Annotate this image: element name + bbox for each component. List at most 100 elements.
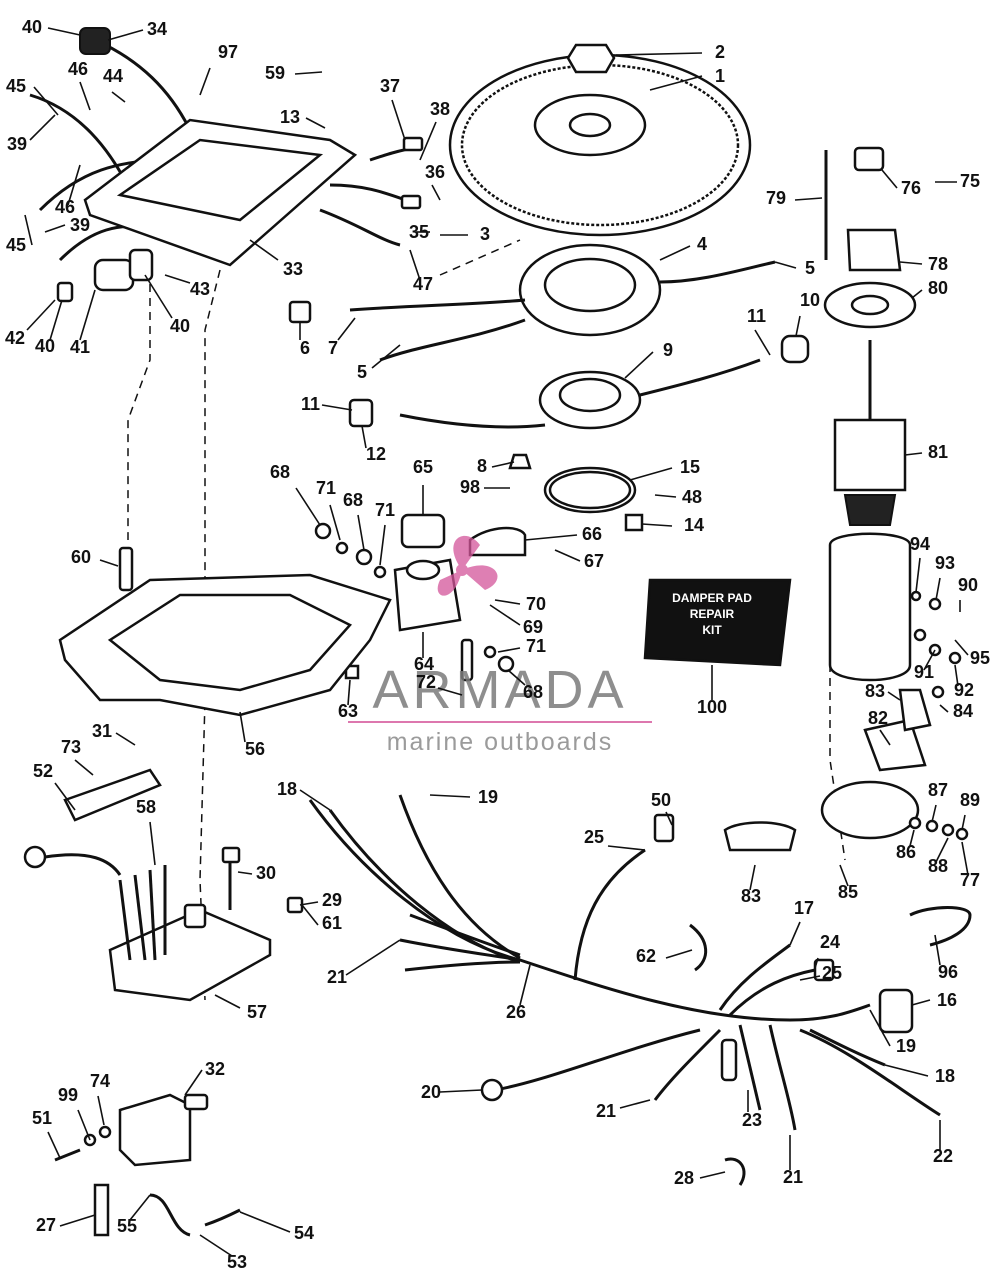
callout-number: 83 <box>865 681 885 701</box>
callout-leader <box>115 732 136 746</box>
callout-number: 33 <box>283 259 303 279</box>
callout-number: 89 <box>960 790 980 810</box>
callout-leader <box>409 249 421 281</box>
callout-number: 22 <box>933 1146 953 1166</box>
callout-number: 8 <box>477 456 487 476</box>
callout-leader <box>47 27 81 36</box>
callout-number: 70 <box>526 594 546 614</box>
rectifier-assembly <box>23 768 304 1002</box>
callout-leader <box>345 939 401 976</box>
callout-leader <box>961 814 966 831</box>
callout-number: 77 <box>960 870 980 890</box>
callout-number: 69 <box>523 617 543 637</box>
callout-number: 68 <box>523 682 543 702</box>
callout-number: 45 <box>6 76 26 96</box>
callout-number: 31 <box>92 721 112 741</box>
callout-leader <box>419 121 437 161</box>
callout-leader <box>295 487 321 526</box>
callout-leader <box>915 557 921 593</box>
callout-number: 67 <box>584 551 604 571</box>
callout-leader <box>839 864 849 887</box>
callout-leader <box>26 299 56 331</box>
callout-leader <box>329 504 341 541</box>
callout-number: 16 <box>937 990 957 1010</box>
callout-leader <box>301 904 319 926</box>
kit-label-line-3: KIT <box>702 623 722 637</box>
callout-number: 97 <box>218 42 238 62</box>
callout-leader <box>371 344 401 369</box>
brand-watermark: ARMADA marine outboards <box>348 535 652 756</box>
callout-leader <box>299 789 331 811</box>
callout-number: 99 <box>58 1085 78 1105</box>
callout-leader <box>33 86 59 116</box>
callout-leader <box>665 949 693 959</box>
callout-leader <box>67 164 81 206</box>
callout-number: 21 <box>327 967 347 987</box>
callout-leader <box>939 704 949 713</box>
callout-number: 51 <box>32 1108 52 1128</box>
callout-number: 71 <box>316 478 336 498</box>
callout-number: 56 <box>245 739 265 759</box>
callout-number: 39 <box>70 215 90 235</box>
callout-number: 37 <box>380 76 400 96</box>
callout-leader <box>47 1131 61 1159</box>
callout-leader <box>379 524 386 566</box>
callout-number: 94 <box>910 534 930 554</box>
callout-number: 21 <box>596 1101 616 1121</box>
callout-number: 12 <box>366 444 386 464</box>
callout-number: 41 <box>70 337 90 357</box>
callout-leader <box>935 837 949 863</box>
callout-number: 2 <box>715 42 725 62</box>
callout-leader <box>429 794 471 798</box>
callout-number: 74 <box>90 1071 110 1091</box>
callout-number: 75 <box>960 171 980 191</box>
callout-leader <box>879 729 891 746</box>
callout-number: 71 <box>375 500 395 520</box>
callout-leader <box>74 759 94 776</box>
callout-leader <box>129 1194 151 1221</box>
callout-leader <box>931 804 937 823</box>
propeller-icon <box>437 535 498 596</box>
callout-number: 18 <box>277 779 297 799</box>
callout-number: 59 <box>265 63 285 83</box>
callout-leader <box>59 1214 96 1227</box>
callout-number: 3 <box>480 224 490 244</box>
callout-number: 39 <box>7 134 27 154</box>
callout-leader <box>884 1064 929 1077</box>
callout-number: 10 <box>800 290 820 310</box>
callout-number: 25 <box>584 827 604 847</box>
callout-leader <box>239 711 246 743</box>
callout-leader <box>149 821 156 866</box>
callout-number: 42 <box>5 328 25 348</box>
callout-leader <box>431 184 441 201</box>
callout-leader <box>79 81 91 111</box>
callout-number: 50 <box>651 790 671 810</box>
callout-leader <box>164 274 191 284</box>
callout-leader <box>249 239 279 261</box>
callout-leader <box>795 315 801 337</box>
callout-leader <box>199 1234 233 1257</box>
callout-number: 64 <box>414 654 434 674</box>
callout-leader <box>934 934 941 966</box>
callout-leader <box>904 452 923 456</box>
callout-leader <box>199 67 211 96</box>
callout-number: 46 <box>55 197 75 217</box>
callout-number: 87 <box>928 780 948 800</box>
callout-leader <box>111 91 126 103</box>
power-pack-assembly <box>29 27 424 303</box>
callout-leader <box>794 197 823 201</box>
callout-number: 71 <box>526 636 546 656</box>
callout-number: 15 <box>680 457 700 477</box>
callout-leader <box>184 1069 203 1096</box>
callout-number: 58 <box>136 797 156 817</box>
coil-and-leads <box>54 1093 241 1237</box>
mid-hardware <box>314 453 644 682</box>
callout-number: 5 <box>805 258 815 278</box>
callout-number: 30 <box>256 863 276 883</box>
callout-leader <box>659 245 691 261</box>
callout-number: 7 <box>328 338 338 358</box>
callout-number: 79 <box>766 188 786 208</box>
callout-leader <box>437 687 463 696</box>
callout-number: 68 <box>270 462 290 482</box>
